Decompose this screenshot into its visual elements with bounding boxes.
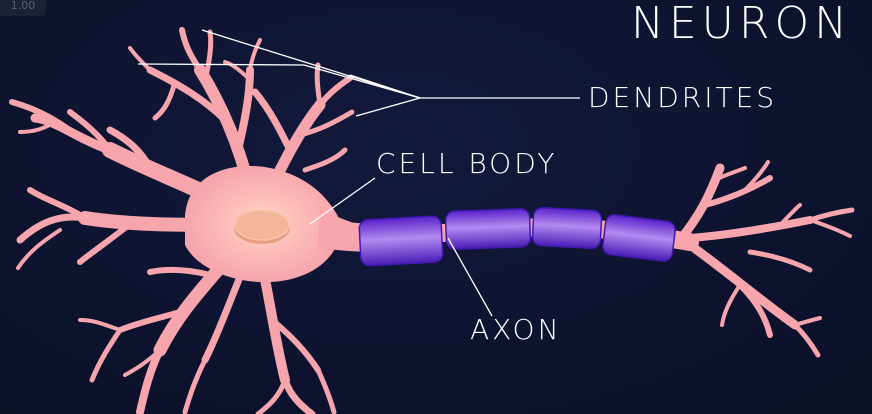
nucleus [234, 209, 290, 244]
diagram-title: NEURON [630, 0, 852, 49]
leader-lines [137, 29, 580, 317]
axon-label: AXON [470, 313, 562, 346]
cell-body-label: CELL BODY [376, 147, 558, 180]
zoom-level-badge: 1.00 [0, 0, 46, 16]
axon-terminals [675, 160, 855, 358]
dendrite-branches [9, 27, 355, 414]
dendrites-label: DENDRITES [588, 81, 778, 114]
myelin-sheath [358, 206, 676, 267]
